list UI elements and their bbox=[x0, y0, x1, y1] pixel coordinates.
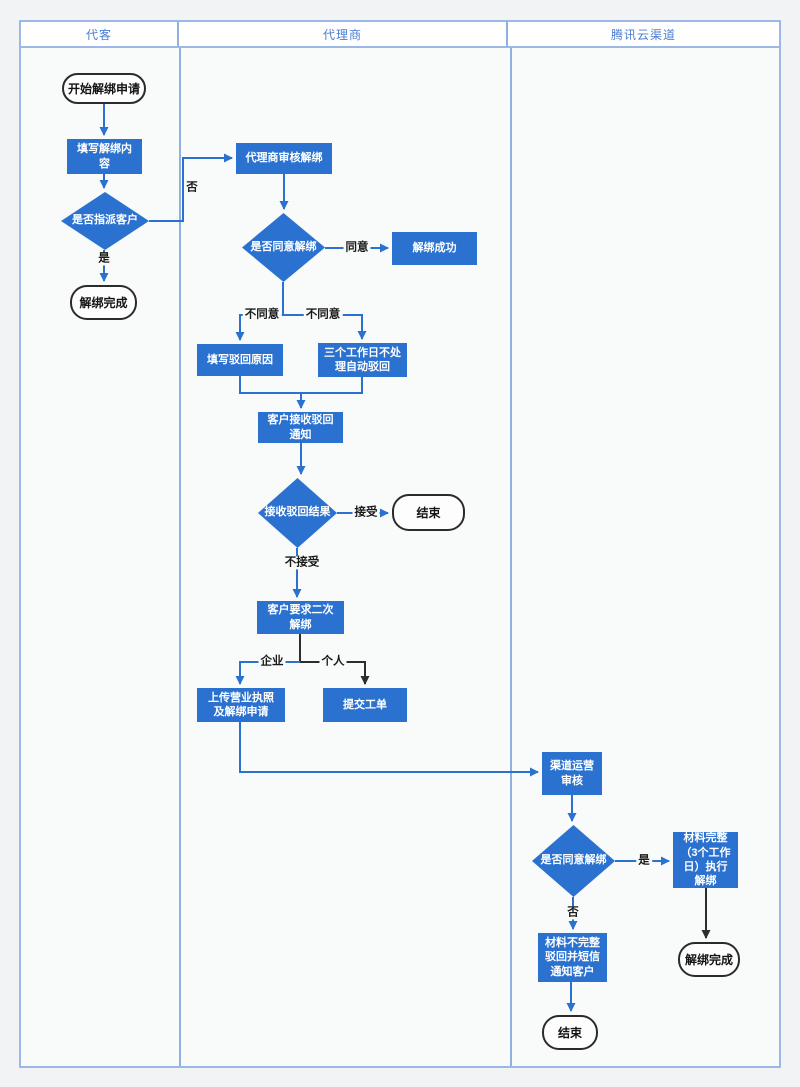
lane-header-tencent-channel: 腾讯云渠道 bbox=[610, 27, 676, 42]
edge-branch-enterprise bbox=[235, 661, 300, 685]
lane-divider-1 bbox=[179, 48, 181, 1066]
edge-agree1-no-left bbox=[235, 282, 284, 341]
lane-header-agent: 代理商 bbox=[179, 22, 508, 46]
lane-header-customer: 代客 bbox=[21, 22, 179, 46]
edge-merge-rejects bbox=[239, 376, 363, 394]
edge-agree1-no-right bbox=[283, 314, 367, 340]
edge-branch-personal bbox=[300, 661, 370, 685]
lane-header-row: 代客 代理商 腾讯云渠道 bbox=[19, 20, 781, 48]
edge-upload-to-channel-review bbox=[239, 722, 539, 777]
lane-divider-2 bbox=[510, 48, 512, 1066]
edge-assign-no-to-agent-review bbox=[149, 153, 233, 222]
